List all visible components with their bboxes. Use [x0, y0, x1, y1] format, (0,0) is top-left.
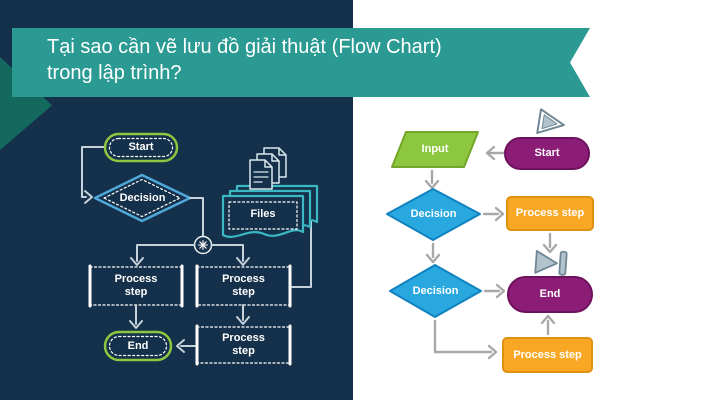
connector-decision2-process2: [433, 319, 493, 354]
title-line-1: Tại sao cần vẽ lưu đồ giải thuật (Flow C…: [47, 36, 442, 58]
arrowhead-down-icon: [425, 253, 441, 264]
arrowhead-down-icon: [542, 243, 558, 254]
arrowhead-left-icon: [176, 339, 185, 353]
left-process-top-left-shape: [88, 264, 184, 308]
arrowhead-down-icon: [130, 257, 144, 266]
left-start-shape: [103, 132, 179, 163]
left-process-top-right-shape: [195, 264, 292, 308]
arrowhead-right-icon: [84, 190, 93, 204]
right-decision1-shape: [386, 188, 481, 241]
right-flowchart: [386, 108, 594, 373]
title-line-2: trong lập trình?: [47, 62, 182, 84]
play-icon: [536, 108, 565, 134]
connector-decision-junction: [189, 197, 204, 237]
arrowhead-down-icon: [424, 179, 440, 190]
arrowhead-right-icon: [495, 283, 506, 299]
arrowhead-up-icon: [540, 314, 556, 325]
left-flowchart: [81, 132, 319, 366]
junction-star-icon: [193, 235, 213, 255]
left-end-shape: [103, 330, 173, 362]
connector-start-decision: [81, 146, 108, 198]
arrowhead-left-icon: [485, 145, 496, 161]
play-to-end-icon: [534, 250, 568, 276]
title-banner: Tại sao cần vẽ lưu đồ giải thuật (Flow C…: [12, 28, 590, 97]
right-start-shape: [504, 137, 590, 170]
arrowhead-right-icon: [494, 206, 505, 222]
right-process2-shape: [502, 337, 593, 373]
right-end-shape: [507, 276, 593, 313]
left-process-bottom-shape: [195, 324, 292, 366]
right-decision2-shape: [389, 264, 482, 318]
left-decision-shape: [93, 173, 192, 223]
arrowhead-down-icon: [236, 316, 250, 325]
arrowhead-right-icon: [487, 344, 498, 360]
files-stack-shape: [221, 184, 319, 238]
connector-junction-left: [136, 244, 196, 262]
right-process1-shape: [506, 196, 594, 231]
arrowhead-down-icon: [129, 320, 143, 329]
right-input-shape: [391, 131, 479, 168]
arrowhead-down-icon: [236, 257, 250, 266]
connector-junction-right: [210, 244, 244, 262]
documents-icon: [249, 147, 287, 190]
